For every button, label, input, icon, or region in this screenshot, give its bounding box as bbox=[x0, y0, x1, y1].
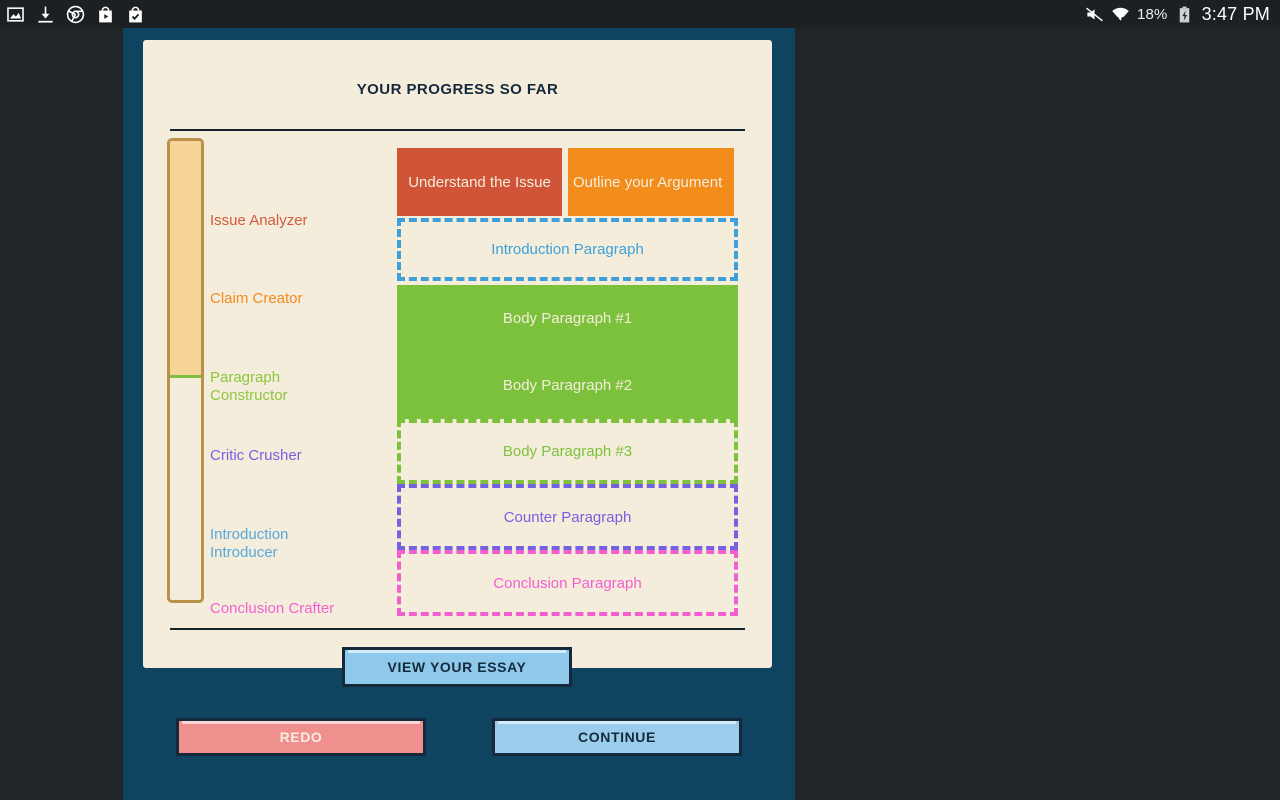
play-store-check-icon bbox=[129, 6, 142, 22]
stage-label: Claim Creator bbox=[210, 290, 303, 307]
play-store-icon bbox=[99, 6, 112, 22]
screenshot-icon bbox=[7, 6, 24, 22]
battery-charging-icon bbox=[1179, 6, 1189, 22]
essay-block[interactable]: Counter Paragraph bbox=[397, 484, 738, 550]
continue-label: CONTINUE bbox=[578, 729, 656, 745]
status-bar-clock: 3:47 PM bbox=[1201, 3, 1270, 24]
essay-block[interactable]: Body Paragraph #2 bbox=[397, 352, 738, 419]
status-bar-system-icons: 18% 3:47 PM bbox=[1085, 4, 1270, 25]
view-your-essay-label: VIEW YOUR ESSAY bbox=[387, 659, 527, 675]
essay-block-label: Body Paragraph #1 bbox=[502, 310, 633, 327]
essay-block[interactable]: Introduction Paragraph bbox=[397, 218, 738, 281]
essay-block-label: Introduction Paragraph bbox=[491, 241, 644, 258]
essay-block[interactable]: Understand the Issue bbox=[397, 148, 562, 216]
essay-block-label: Counter Paragraph bbox=[503, 508, 632, 526]
volume-muted-icon bbox=[1086, 7, 1103, 21]
essay-block-list: Understand the Issue Outline your Argumen… bbox=[397, 110, 747, 616]
page-title: YOUR PROGRESS SO FAR bbox=[356, 81, 559, 98]
chrome-icon bbox=[66, 5, 85, 23]
battery-percent-label: 18% bbox=[1136, 5, 1168, 23]
essay-block-label: Body Paragraph #2 bbox=[502, 377, 633, 394]
download-icon bbox=[38, 6, 53, 23]
progress-fill bbox=[170, 141, 201, 378]
divider-top bbox=[170, 129, 745, 131]
essay-block-label: Understand the Issue bbox=[408, 173, 551, 191]
essay-block[interactable]: Body Paragraph #3 bbox=[397, 419, 738, 484]
stage-label: Paragraph Constructor bbox=[210, 369, 288, 404]
redo-button[interactable]: REDO bbox=[176, 718, 426, 756]
stage-label: Issue Analyzer bbox=[210, 212, 308, 229]
wifi-transfer-icon bbox=[1112, 7, 1129, 22]
continue-button[interactable]: CONTINUE bbox=[492, 718, 742, 756]
essay-block-label: Outline your Argument bbox=[573, 173, 723, 191]
redo-label: REDO bbox=[279, 729, 323, 745]
essay-block-label: Body Paragraph #3 bbox=[502, 443, 633, 460]
android-status-bar: 18% 3:47 PM bbox=[0, 0, 1280, 28]
stage-label: Critic Crusher bbox=[210, 447, 302, 464]
divider-bottom bbox=[170, 628, 745, 630]
essay-block[interactable]: Conclusion Paragraph bbox=[397, 550, 738, 616]
essay-block[interactable]: Body Paragraph #1 bbox=[397, 285, 738, 352]
view-your-essay-button[interactable]: VIEW YOUR ESSAY bbox=[342, 647, 572, 687]
progress-track bbox=[167, 138, 204, 603]
essay-block[interactable]: Outline your Argument bbox=[568, 148, 734, 216]
stage-label: Conclusion Crafter bbox=[210, 600, 335, 617]
stage-label: Introduction Introducer bbox=[210, 526, 289, 561]
status-bar-notification-icons bbox=[6, 5, 145, 24]
essay-block-label: Conclusion Paragraph bbox=[493, 574, 642, 592]
